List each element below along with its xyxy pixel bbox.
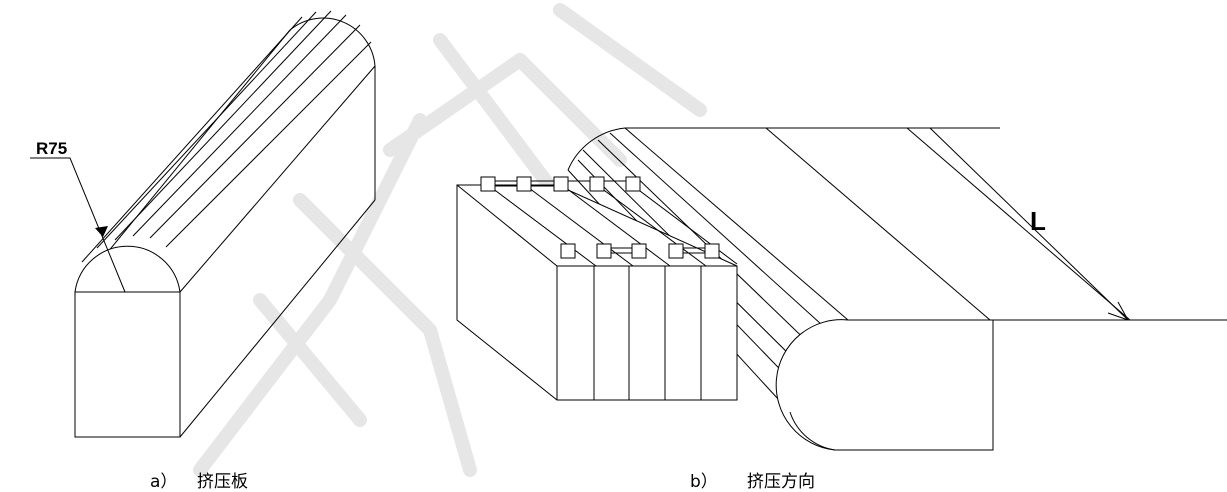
caption-b-letter: b） — [690, 472, 718, 492]
pressing-plate-drawing — [30, 10, 376, 438]
radius-label: R75 — [36, 139, 67, 158]
pressing-direction-drawing — [456, 127, 1227, 451]
caption-b-text: 挤压方向 — [747, 472, 815, 492]
radius-arrowhead — [95, 226, 108, 237]
length-label: L — [1030, 206, 1046, 236]
caption-a-text: 挤压板 — [197, 472, 248, 492]
caption-a-letter: a） — [150, 472, 177, 492]
